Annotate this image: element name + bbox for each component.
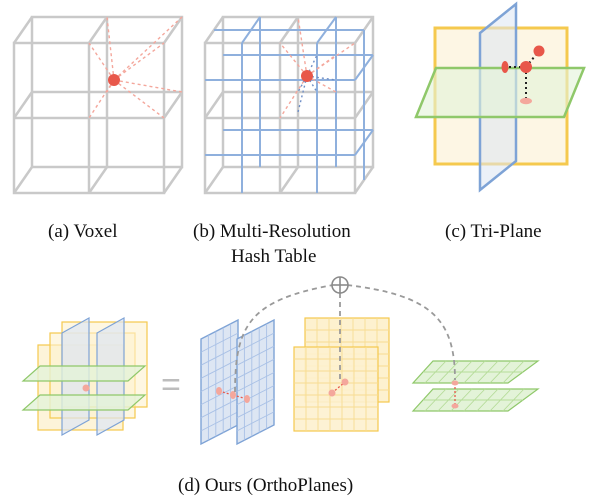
yz-plane-a (200, 318, 239, 446)
projected-point-yz (501, 61, 509, 73)
hash-table-diagram (203, 15, 375, 195)
voxel-diagram (12, 15, 184, 195)
triplane-diagram (414, 1, 586, 193)
xy-plane-front (293, 346, 379, 432)
hash-interp-lines (279, 16, 356, 119)
yz-plane-b (236, 318, 275, 446)
blue-planes (200, 318, 275, 446)
query-point (301, 70, 313, 82)
caption-hash-line1: (b) Multi-Resolution (193, 221, 351, 242)
interpolation-lines (88, 16, 183, 119)
hash-fine-lines (297, 54, 337, 113)
orthoplanes-stack (21, 316, 148, 437)
projected-point-xy (533, 45, 545, 57)
caption-orthoplanes: (d) Ours (OrthoPlanes) (178, 475, 353, 496)
xz-plane (414, 66, 586, 119)
equals-sign: = (161, 366, 181, 404)
query-point (108, 74, 120, 86)
projected-point-xz (520, 97, 532, 105)
green-planes (411, 360, 540, 412)
caption-hash-line2: Hash Table (231, 246, 316, 267)
aggregation-arcs (234, 284, 456, 393)
query-point (520, 61, 532, 73)
xz-plane-bottom (411, 388, 540, 412)
orthoplanes-diagram: = (21, 276, 540, 446)
yellow-planes (293, 317, 390, 432)
caption-voxel: (a) Voxel (48, 221, 117, 242)
circled-plus-icon (331, 276, 349, 294)
xz-plane-top (411, 360, 540, 384)
caption-triplane: (c) Tri-Plane (445, 221, 542, 242)
